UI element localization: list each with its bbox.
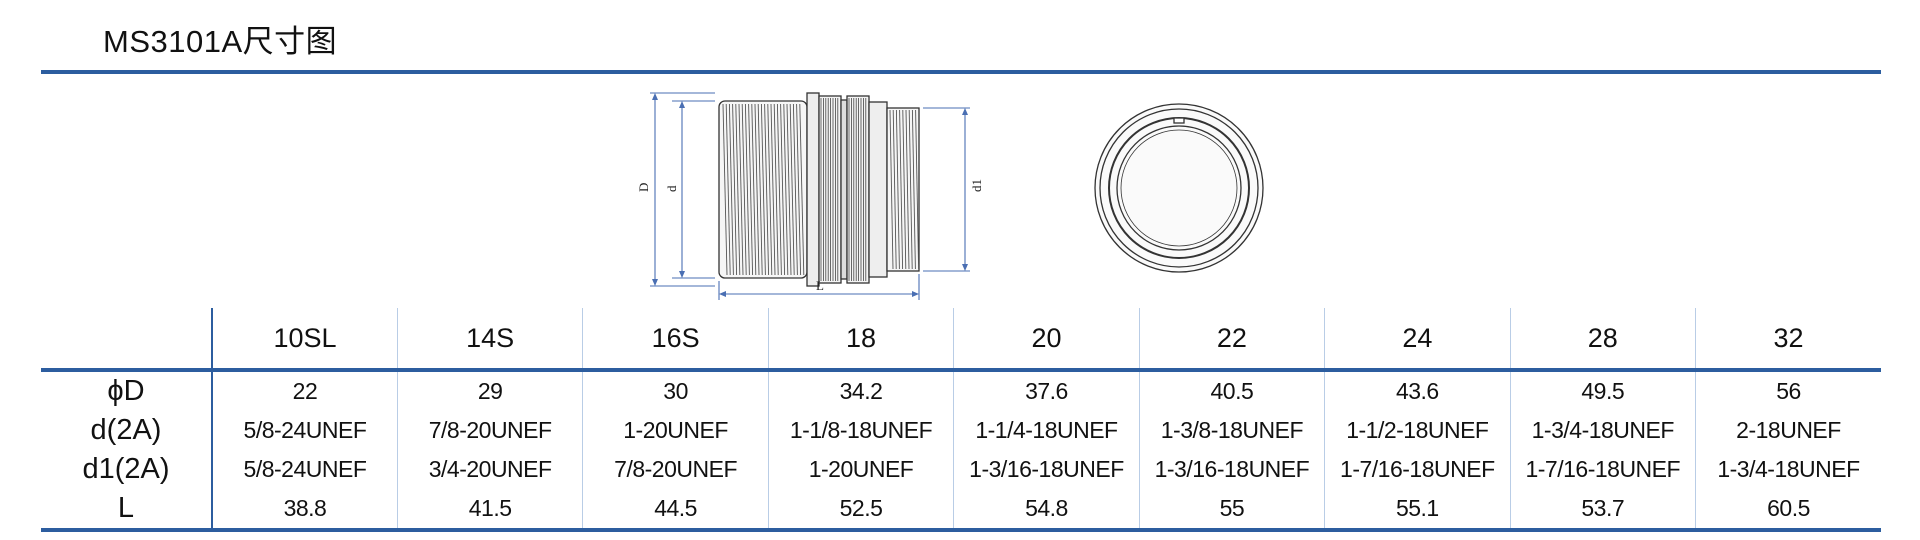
dim-label-d: d [664,185,679,192]
table-row: d1(2A) 5/8-24UNEF 3/4-20UNEF 7/8-20UNEF … [41,450,1881,489]
table-cell: 1-20UNEF [582,411,769,450]
table-cell: 7/8-20UNEF [582,450,769,489]
table-cell: 55.1 [1324,489,1511,532]
table-cell: 55 [1138,489,1325,532]
table-cell: 1-1/2-18UNEF [1324,411,1511,450]
table-cell: 1-3/4-18UNEF [1509,411,1696,450]
table-cell: 1-3/4-18UNEF [1695,450,1881,489]
column-header: 20 [953,308,1140,372]
table-cell: 56 [1695,370,1881,411]
column-header: 24 [1324,308,1511,372]
column-header: 18 [767,308,954,372]
dimension-lines [650,92,970,300]
table-cell: 43.6 [1324,370,1511,411]
dimension-table: 10SL 14S 16S 18 20 22 24 28 32 ϕD 22 29 … [41,308,1881,532]
column-header: 32 [1695,308,1881,372]
column-header: 16S [582,308,769,372]
table-cell: 40.5 [1138,370,1325,411]
table-cell: 1-3/16-18UNEF [1138,450,1325,489]
connector-drawing: D d d1 L [620,80,1280,305]
table-cell: 1-3/16-18UNEF [953,450,1140,489]
dim-label-L: L [816,278,824,293]
table-cell: 22 [210,370,398,411]
column-header: 22 [1138,308,1325,372]
row-label: L [41,489,212,532]
table-cell: 44.5 [582,489,769,532]
column-header: 10SL [210,308,398,372]
side-view [718,92,920,287]
column-header: 28 [1509,308,1696,372]
table-row: L 38.8 41.5 44.5 52.5 54.8 55 55.1 53.7 … [41,489,1881,532]
row-label: d(2A) [90,414,162,446]
row-label: ϕD [107,375,145,407]
table-cell: 41.5 [396,489,583,532]
table-row: d(2A) 5/8-24UNEF 7/8-20UNEF 1-20UNEF 1-1… [41,411,1881,450]
table-row: ϕD 22 29 30 34.2 37.6 40.5 43.6 49.5 56 [41,370,1881,411]
table-cell: 60.5 [1695,489,1881,532]
page-title: MS3101A尺寸图 [103,24,338,59]
table-cell: 29 [396,370,583,411]
table-cell: 1-7/16-18UNEF [1509,450,1696,489]
table-cell: 1-1/8-18UNEF [767,411,954,450]
table-cell: 7/8-20UNEF [396,411,583,450]
table-cell: 1-7/16-18UNEF [1324,450,1511,489]
table-cell: 2-18UNEF [1695,411,1881,450]
title-divider [41,70,1881,74]
table-cell: 3/4-20UNEF [396,450,583,489]
column-header: 14S [396,308,583,372]
table-cell: 1-3/8-18UNEF [1138,411,1325,450]
table-header-row: 10SL 14S 16S 18 20 22 24 28 32 [41,308,1881,372]
table-cell: 30 [582,370,769,411]
front-view [1094,103,1264,273]
table-cell: 1-1/4-18UNEF [953,411,1140,450]
table-cell: 34.2 [767,370,954,411]
row-label: d1(2A) [82,453,170,485]
table-cell: 52.5 [767,489,954,532]
table-cell: 1-20UNEF [767,450,954,489]
table-cell: 37.6 [953,370,1140,411]
table-cell: 5/8-24UNEF [210,450,398,489]
table-cell: 38.8 [210,489,398,532]
table-cell: 53.7 [1509,489,1696,532]
table-cell: 54.8 [953,489,1140,532]
dim-label-D: D [636,183,651,192]
table-cell: 5/8-24UNEF [210,411,398,450]
table-corner-cell [41,308,212,372]
table-cell: 49.5 [1509,370,1696,411]
dim-label-d1: d1 [969,179,984,192]
